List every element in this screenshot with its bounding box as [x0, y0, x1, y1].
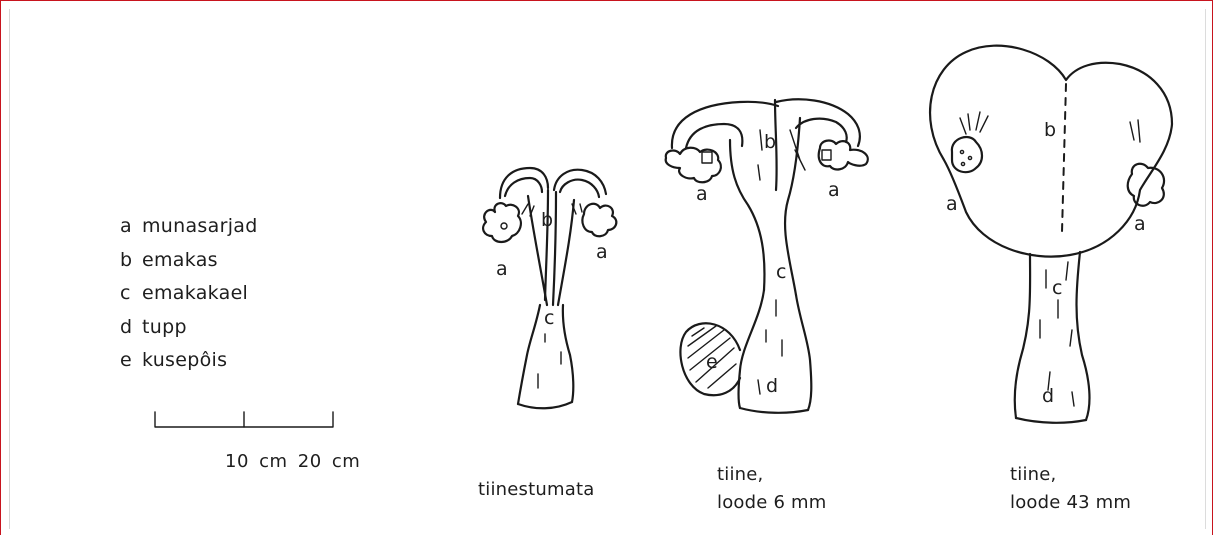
- scale-bar: [155, 412, 333, 427]
- label-d: d: [766, 375, 778, 397]
- label-c: c: [776, 261, 786, 283]
- specimen-unpregnant: a a b c: [483, 168, 616, 408]
- label-a: a: [496, 258, 508, 280]
- label-b: b: [1044, 119, 1056, 141]
- label-a: a: [1134, 213, 1146, 235]
- specimen-pregnant-6mm: a a b c d e: [666, 99, 868, 412]
- label-c: c: [1052, 277, 1062, 299]
- label-c: c: [544, 307, 554, 329]
- specimen-pregnant-43mm: a a b c d: [930, 46, 1172, 423]
- label-b: b: [541, 209, 553, 231]
- label-a: a: [696, 183, 708, 205]
- label-a: a: [596, 241, 608, 263]
- label-a: a: [828, 179, 840, 201]
- label-a: a: [946, 193, 958, 215]
- label-e: e: [706, 351, 718, 373]
- label-b: b: [764, 131, 776, 153]
- label-d: d: [1042, 385, 1054, 407]
